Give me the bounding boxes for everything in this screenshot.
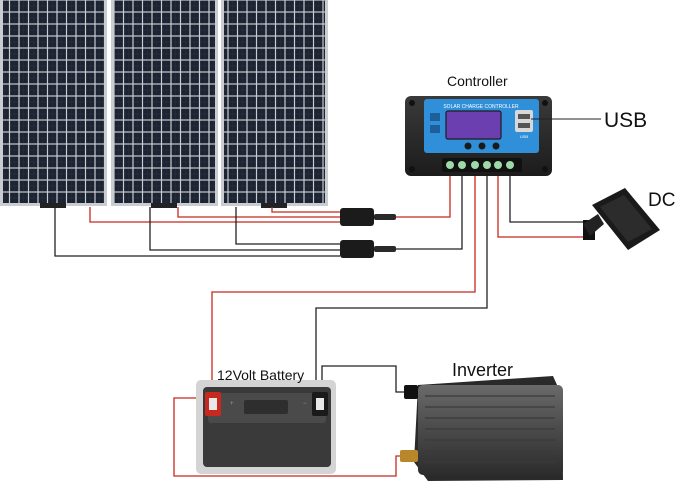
branch-connector-positive [340,208,396,226]
solar-panel-2 [111,0,218,208]
panel-wire-black-2 [149,207,340,251]
controller-usb-ports [515,110,533,132]
battery: + − [196,380,336,474]
panel-wire-black-1 [54,207,340,257]
usb-label: USB [604,109,647,132]
panel-wire-red-2 [177,207,340,218]
controller-label: Controller [447,73,508,89]
panel-wire-red-3 [271,207,340,213]
inverter-negative-wire [321,365,408,395]
battery-negative-wire [315,172,488,392]
battery-label: 12Volt Battery [217,367,304,383]
inverter-positive-terminal [400,450,418,462]
dc-label: DC [648,190,675,211]
branch-connector-negative [340,240,396,258]
dc-load-floodlight [583,188,660,250]
pv-positive-to-controller [396,172,451,218]
inverter [400,376,563,481]
controller-usb-port-text: USB [520,134,529,139]
controller-button-1[interactable] [464,142,472,150]
battery-positive-wire [211,172,476,392]
controller-brand-text: SOLAR CHARGE CONTROLLER [443,104,519,110]
load-negative-wire [509,172,585,223]
inverter-label: Inverter [452,360,513,380]
solar-panel-3 [221,0,328,208]
load-positive-wire [497,172,585,238]
inverter-negative-terminal [404,385,418,399]
inverter-positive-wire [173,397,406,477]
controller-button-2[interactable] [478,142,486,150]
wiring [54,172,585,477]
solar-panel-1 [0,0,107,208]
controller-screen [445,110,502,140]
pv-negative-to-controller [396,172,463,250]
controller-terminals [442,158,522,172]
svg-text:+: + [230,401,234,407]
charge-controller: SOLAR CHARGE CONTROLLER USB [405,96,552,176]
svg-text:−: − [303,401,307,407]
controller-button-3[interactable] [492,142,500,150]
panel-wire-black-3 [235,207,340,245]
solar-panel-array [0,0,328,208]
panel-wire-red-1 [89,207,340,223]
